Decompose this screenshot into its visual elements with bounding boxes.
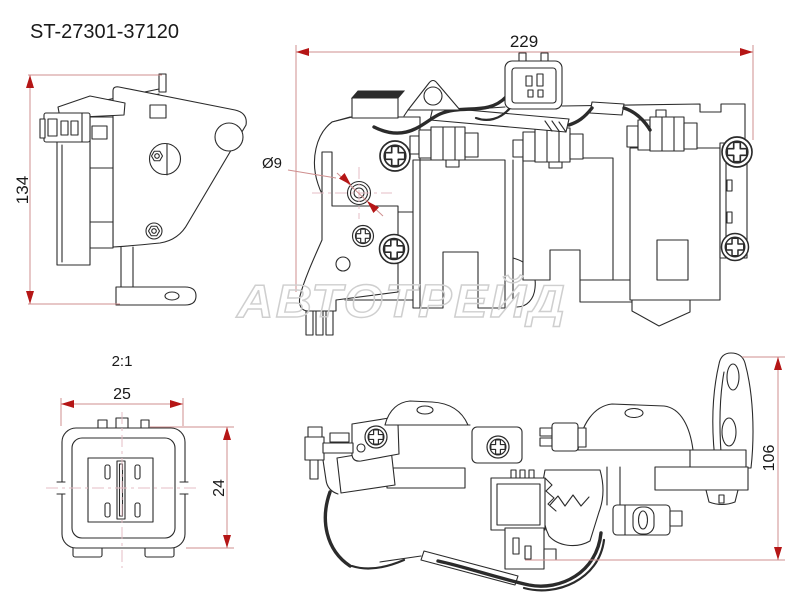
wire-loop xyxy=(436,531,603,588)
dome-large xyxy=(577,403,694,451)
dimension-25-label: 25 xyxy=(113,386,131,403)
side-view: 134 xyxy=(13,73,247,306)
blade-hole xyxy=(721,417,737,447)
dimension-229-label: 229 xyxy=(510,32,538,51)
hex-bolt-icon xyxy=(147,225,161,237)
bottom-view-part xyxy=(304,352,754,592)
watermark-text: АВТОТРЕЙД xyxy=(236,275,567,327)
part-number-title: ST-27301-37120 xyxy=(30,21,179,43)
terminal-block xyxy=(87,457,154,523)
harness-wire xyxy=(567,106,594,127)
terminal-slot xyxy=(104,464,111,480)
side-connector xyxy=(43,112,91,143)
bottom-view: 106 xyxy=(304,352,785,592)
dimension-134-label: 134 xyxy=(13,176,32,204)
foot-cap xyxy=(705,489,739,506)
phillips-screw-icon xyxy=(378,233,410,265)
dimension-106-label: 106 xyxy=(761,445,778,472)
coil-tower-1 xyxy=(412,159,506,309)
coil-tower-3 xyxy=(629,147,721,301)
mounting-ear xyxy=(407,79,461,111)
connector-face xyxy=(46,412,200,568)
wire-loop xyxy=(323,490,352,568)
coil-connector-1 xyxy=(409,126,479,168)
dimension-25: 25 xyxy=(60,386,184,426)
coil-connector-3 xyxy=(626,109,698,152)
base-bar xyxy=(654,466,749,491)
top-pin xyxy=(158,73,167,93)
hole-diameter-label: Ø9 xyxy=(262,155,282,172)
dimension-134: 134 xyxy=(13,74,162,305)
front-view: 229 Ø9 xyxy=(262,32,754,336)
bracket-hole xyxy=(335,256,351,272)
dome-small xyxy=(384,400,469,426)
dimension-hole-d9: Ø9 xyxy=(262,155,392,219)
dimension-106: 106 xyxy=(525,356,785,561)
dimension-24-label: 24 xyxy=(211,479,228,497)
phillips-screw-icon xyxy=(379,140,411,172)
rubber-boot xyxy=(541,469,604,547)
blade-hole xyxy=(726,363,740,391)
mid-connector xyxy=(539,422,587,452)
scale-label: 2:1 xyxy=(112,353,133,370)
main-plug xyxy=(504,52,563,110)
phillips-screw-icon xyxy=(486,435,510,459)
front-bracket xyxy=(298,151,399,312)
left-connector xyxy=(304,426,354,480)
harness-wire xyxy=(372,95,508,135)
coil-mid-column xyxy=(89,116,114,249)
connector-detail-view: 2:1 25 xyxy=(46,353,234,568)
phillips-screw-icon xyxy=(364,425,388,449)
foot-bracket xyxy=(115,286,197,306)
terminal-slot xyxy=(104,502,111,518)
harness-wire xyxy=(622,106,652,132)
relay-box-top xyxy=(350,90,406,99)
hex-bolt-icon xyxy=(150,150,164,162)
coil-connector-2 xyxy=(512,127,584,169)
foot-hole xyxy=(164,291,180,301)
phillips-screw-icon xyxy=(351,224,375,248)
phillips-screw-icon xyxy=(720,232,750,262)
side-view-part xyxy=(39,73,247,306)
coil-tower-2 xyxy=(522,157,614,281)
terminal-slot xyxy=(134,502,141,518)
ear-hole xyxy=(423,86,443,106)
dimension-24: 24 xyxy=(150,426,234,549)
front-view-part xyxy=(298,52,753,336)
relay-box xyxy=(351,97,399,119)
main-plug-bottom xyxy=(490,469,557,570)
bracket-hole xyxy=(214,122,244,152)
injector-connector xyxy=(612,504,683,536)
dimension-229: 229 xyxy=(295,32,754,292)
phillips-screw-icon xyxy=(721,136,753,168)
mounting-bracket-plate xyxy=(112,86,247,248)
terminal-slot xyxy=(134,464,141,480)
